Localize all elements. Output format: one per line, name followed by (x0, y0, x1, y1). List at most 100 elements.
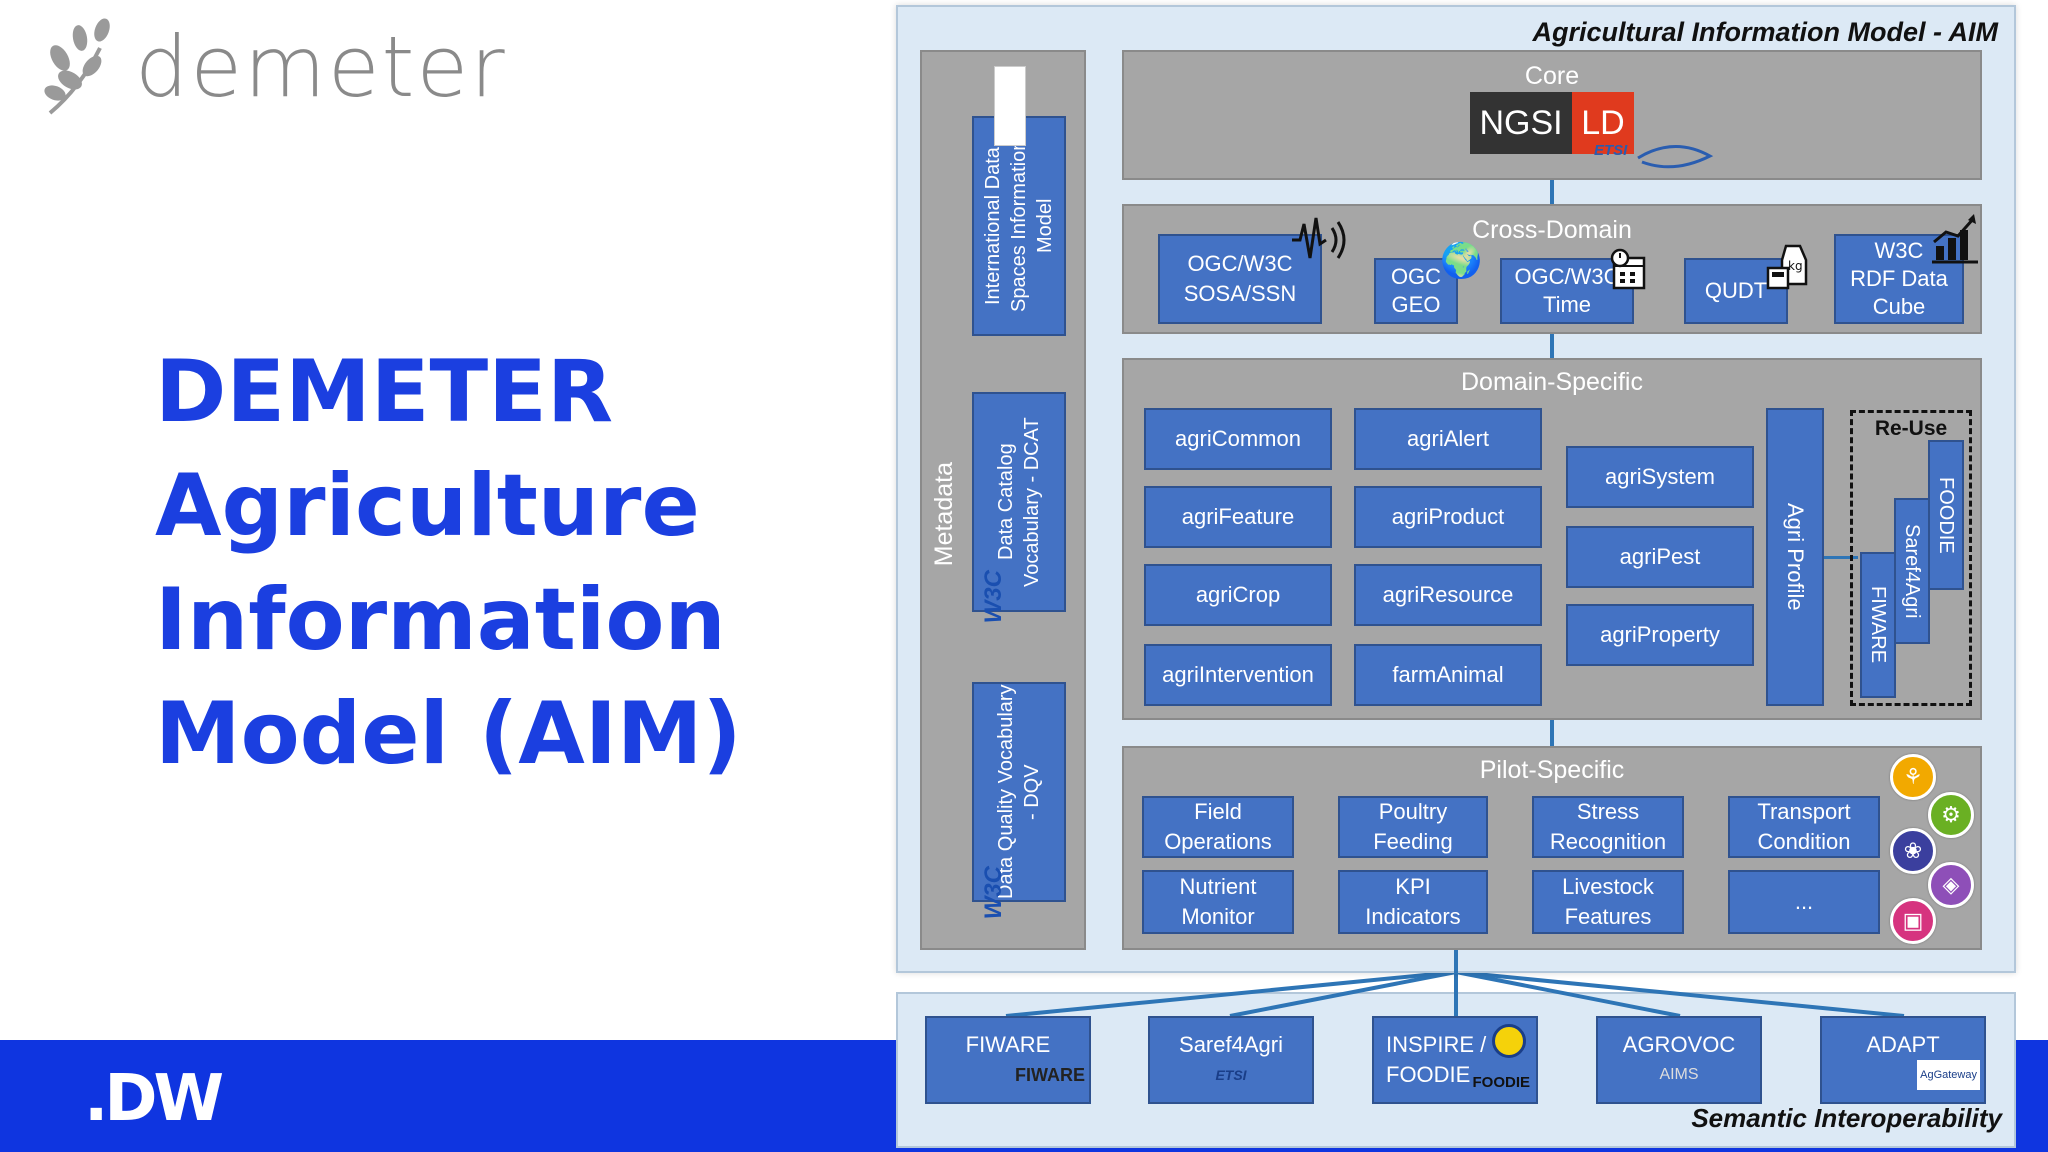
pilot-2-line-2: Feeding (1373, 829, 1453, 854)
ngsi-text: NGSI (1470, 92, 1572, 154)
metadata-ids-label: International Data Spaces Information Mo… (982, 139, 1056, 313)
agri-pest-label: agriPest (1619, 544, 1701, 569)
semantic-saref4agri-label: Saref4Agri (1179, 1032, 1283, 1057)
metadata-label: Metadata (930, 462, 958, 567)
reuse-fiware-label: FIWARE (1867, 586, 1889, 664)
semantic-adapt: ADAPT AgGateway (1820, 1016, 1986, 1104)
metadata-ids-information-model: International Data Spaces Information Mo… (972, 116, 1066, 336)
pilot-1-line-2: Operations (1164, 829, 1272, 854)
cube-line-3: Cube (1872, 294, 1926, 319)
semantic-foodie-label: FOODIE (1386, 1062, 1471, 1087)
semantic-inspire-label: INSPIRE / (1386, 1032, 1487, 1057)
semantic-inspire-foodie: INSPIRE / FOODIE FOODIE (1372, 1016, 1538, 1104)
geo-line-1: OGC (1390, 264, 1442, 289)
agri-alert-label: agriAlert (1407, 426, 1489, 451)
sosa-ssn-box: OGC/W3C SOSA/SSN (1158, 234, 1322, 324)
semantic-agrovoc: AGROVOC AIMS (1596, 1016, 1762, 1104)
semantic-agrovoc-label: AGROVOC (1622, 1032, 1736, 1057)
semantic-fiware-label: FIWARE (965, 1032, 1051, 1057)
pilot-transport-condition: Transport Condition (1728, 796, 1880, 858)
semantic-fiware: FIWARE FIWARE (925, 1016, 1091, 1104)
grapes-category-icon: ❀ (1890, 828, 1936, 874)
pilot-3-line-1: Stress (1576, 799, 1640, 824)
etsi-swoosh-icon (1637, 145, 1714, 169)
agri-intervention-box: agriIntervention (1144, 644, 1332, 706)
agri-profile-box: Agri Profile (1766, 408, 1824, 706)
reuse-foodie-box: FOODIE (1928, 440, 1964, 590)
cross-domain-connector (1550, 332, 1554, 360)
fiware-logo: FIWARE (1015, 1065, 1085, 1085)
agri-product-box: agriProduct (1354, 486, 1542, 548)
agri-system-box: agriSystem (1566, 446, 1754, 508)
foodie-logo: FOODIE (1472, 1074, 1530, 1091)
dw-logo: .DW (84, 1062, 224, 1136)
ld-text: LD (1572, 92, 1634, 154)
agri-system-label: agriSystem (1604, 464, 1716, 489)
title-line-1: DEMETER (155, 342, 614, 442)
core-label: Core (1524, 62, 1580, 90)
etsi-logo: ETSI (1215, 1067, 1247, 1083)
pilot-6-line-1: KPI (1395, 874, 1431, 899)
aims-logo: AIMS (1659, 1066, 1699, 1083)
time-line-1: OGC/W3C (1514, 264, 1620, 289)
pilot-field-operations: Field Operations (1142, 796, 1294, 858)
globe-icon: 🌍 (1440, 242, 1483, 280)
reuse-saref4agri-box: Saref4Agri (1894, 498, 1930, 644)
agri-feature-label: agriFeature (1181, 504, 1295, 529)
w3c-dcat-icon: W3C (980, 570, 1007, 624)
agri-common-box: agriCommon (1144, 408, 1332, 470)
agri-pest-box: agriPest (1566, 526, 1754, 588)
qudt-label: QUDT (1704, 278, 1768, 303)
time-line-2: Time (1542, 292, 1592, 317)
title-line-4: Model (AIM) (155, 684, 742, 784)
agri-crop-label: agriCrop (1195, 582, 1281, 607)
reuse-foodie-label: FOODIE (1935, 476, 1957, 554)
pilot-stress-recognition: Stress Recognition (1532, 796, 1684, 858)
agri-common-label: agriCommon (1175, 426, 1301, 451)
geo-line-2: GEO (1391, 292, 1441, 317)
agri-intervention-label: agriIntervention (1162, 662, 1314, 687)
pilot-5-line-2: Monitor (1181, 904, 1255, 929)
truck-category-icon: ▣ (1890, 898, 1936, 944)
agri-resource-box: agriResource (1354, 564, 1542, 626)
reuse-label: Re-Use (1874, 417, 1948, 440)
etsi-logo: ETSI (1594, 142, 1628, 159)
cube-line-2: RDF Data (1850, 266, 1948, 291)
pilot-4-line-2: Condition (1757, 829, 1851, 854)
sosa-line-1: OGC/W3C (1187, 251, 1293, 276)
agri-product-label: agriProduct (1391, 504, 1505, 529)
pilot-8-line-1: ... (1794, 889, 1814, 914)
pilot-livestock-features: Livestock Features (1532, 870, 1684, 934)
farm-animal-box: farmAnimal (1354, 644, 1542, 706)
agri-property-box: agriProperty (1566, 604, 1754, 666)
agri-resource-label: agriResource (1382, 582, 1514, 607)
pilot-5-line-1: Nutrient (1179, 874, 1257, 899)
pilot-3-line-2: Recognition (1549, 829, 1667, 854)
grain-category-icon: ⚘ (1890, 754, 1936, 800)
pilot-nutrient-monitor: Nutrient Monitor (1142, 870, 1294, 934)
pilot-kpi-indicators: KPI Indicators (1338, 870, 1488, 934)
ogc-time-box: OGC/W3C Time (1500, 258, 1634, 324)
olive-branch-icon (44, 18, 110, 115)
reuse-group: Re-Use (1850, 410, 1972, 706)
calendar-clock-icon (1610, 248, 1646, 290)
w3c-dqv-icon: W3C (980, 866, 1007, 920)
demeter-logo: demeter (40, 18, 505, 128)
logo-text: demeter (135, 18, 507, 116)
pilot-specific-label: Pilot-Specific (1479, 756, 1625, 784)
page-title: DEMETER Agriculture Information Model (A… (155, 335, 742, 791)
tractor-category-icon: ⚙ (1928, 792, 1974, 838)
weight-scale-icon: kg (1766, 244, 1808, 290)
aggateway-logo: AgGateway (1917, 1060, 1980, 1090)
agri-property-label: agriProperty (1600, 622, 1720, 647)
agri-feature-box: agriFeature (1144, 486, 1332, 548)
reuse-fiware-box: FIWARE (1860, 552, 1896, 698)
aim-title: Agricultural Information Model - AIM (1532, 17, 1999, 47)
semantic-saref4agri: Saref4Agri ETSI (1148, 1016, 1314, 1104)
pilot-2-line-1: Poultry (1378, 799, 1448, 824)
sosa-line-2: SOSA/SSN (1183, 281, 1297, 306)
farm-animal-label: farmAnimal (1392, 662, 1504, 687)
title-line-2: Agriculture (155, 456, 700, 556)
sensor-signal-icon (1292, 217, 1346, 259)
pilot-1-line-1: Field (1194, 799, 1242, 824)
